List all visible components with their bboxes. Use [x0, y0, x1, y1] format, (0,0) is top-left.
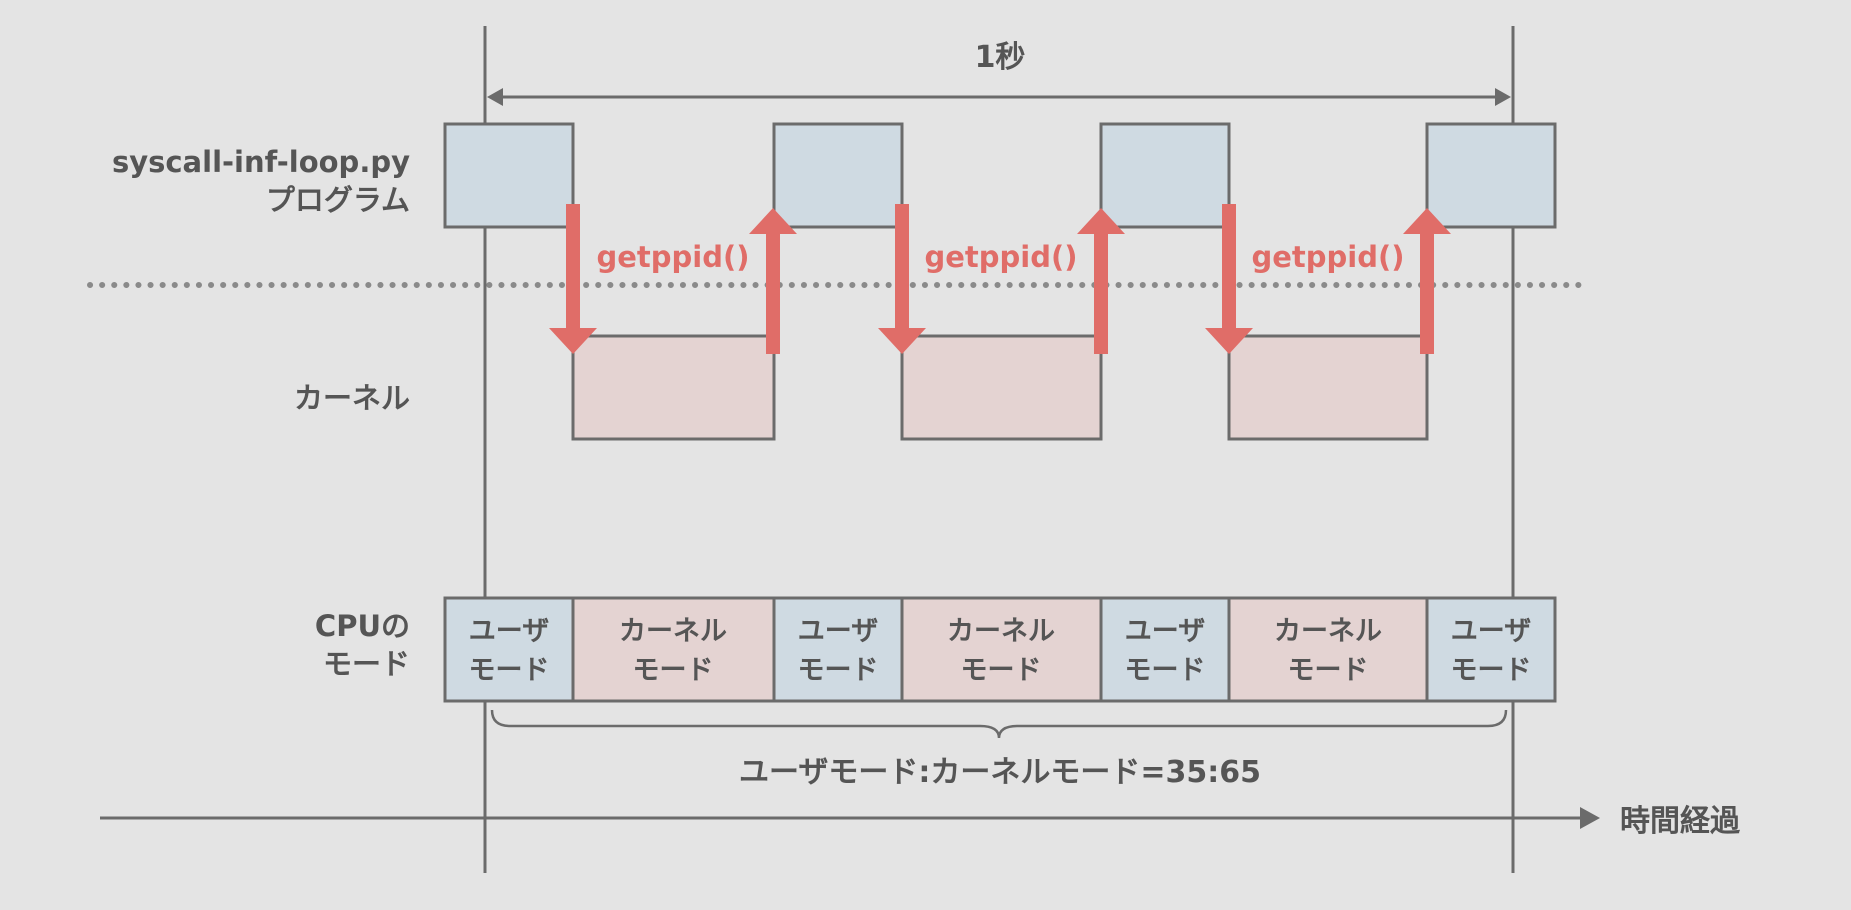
- syscall-label: getppid(): [1251, 240, 1404, 274]
- mode-ratio-label: ユーザモード:カーネルモード=35:65: [739, 755, 1261, 790]
- program-block: [1099, 122, 1231, 229]
- syscall-arrow-down: [549, 204, 597, 354]
- svg-text:モード: モード: [633, 655, 714, 686]
- span-brace: [490, 709, 1508, 739]
- syscall-arrow-down: [1205, 204, 1253, 354]
- svg-text:ユーザ: ユーザ: [469, 616, 549, 647]
- return-arrow-up: [749, 208, 797, 354]
- return-arrow-up: [1403, 208, 1451, 354]
- program-label-line-2: プログラム: [266, 183, 410, 217]
- svg-text:モード: モード: [1125, 655, 1206, 686]
- svg-text:モード: モード: [1288, 655, 1369, 686]
- svg-text:モード: モード: [469, 655, 550, 686]
- cpu-mode-label-line-2: モード: [323, 647, 410, 681]
- span-arrow-right-head: [1495, 88, 1511, 106]
- time-axis-label: 時間経過: [1620, 804, 1741, 839]
- svg-text:カーネル: カーネル: [947, 616, 1055, 647]
- syscall-label: getppid(): [596, 240, 749, 274]
- kernel-block: [1227, 334, 1429, 441]
- svg-text:モード: モード: [1451, 655, 1532, 686]
- program-block: [443, 122, 575, 229]
- span-label: 1秒: [975, 40, 1026, 75]
- return-arrow-up: [1077, 208, 1125, 354]
- svg-text:ユーザ: ユーザ: [1451, 616, 1531, 647]
- cpu-mode-label-line-1: CPUの: [315, 609, 410, 643]
- program-block: [772, 122, 904, 229]
- kernel-block: [571, 334, 776, 441]
- cpu-mode-segment-user: ユーザ モード: [772, 596, 904, 703]
- svg-text:カーネル: カーネル: [619, 616, 727, 647]
- cpu-mode-segment-kernel: カーネル モード: [1227, 596, 1429, 703]
- syscall-arrow-down: [878, 204, 926, 354]
- svg-text:モード: モード: [798, 655, 879, 686]
- kernel-label: カーネル: [294, 381, 410, 415]
- syscall-label: getppid(): [924, 240, 1077, 274]
- svg-text:ユーザ: ユーザ: [1125, 616, 1205, 647]
- program-block: [1425, 122, 1557, 229]
- cpu-mode-segment-user: ユーザ モード: [1099, 596, 1231, 703]
- cpu-mode-segment-kernel: カーネル モード: [900, 596, 1103, 703]
- time-axis-arrow-head: [1580, 807, 1600, 829]
- program-label-line-1: syscall-inf-loop.py: [112, 145, 410, 179]
- cpu-mode-segment-user: ユーザ モード: [1425, 596, 1557, 703]
- kernel-block: [900, 334, 1103, 441]
- svg-text:カーネル: カーネル: [1274, 616, 1382, 647]
- svg-text:モード: モード: [961, 655, 1042, 686]
- svg-text:ユーザ: ユーザ: [798, 616, 878, 647]
- span-arrow-left-head: [487, 88, 503, 106]
- cpu-mode-segment-user: ユーザ モード: [443, 596, 575, 703]
- cpu-mode-segment-kernel: カーネル モード: [571, 596, 776, 703]
